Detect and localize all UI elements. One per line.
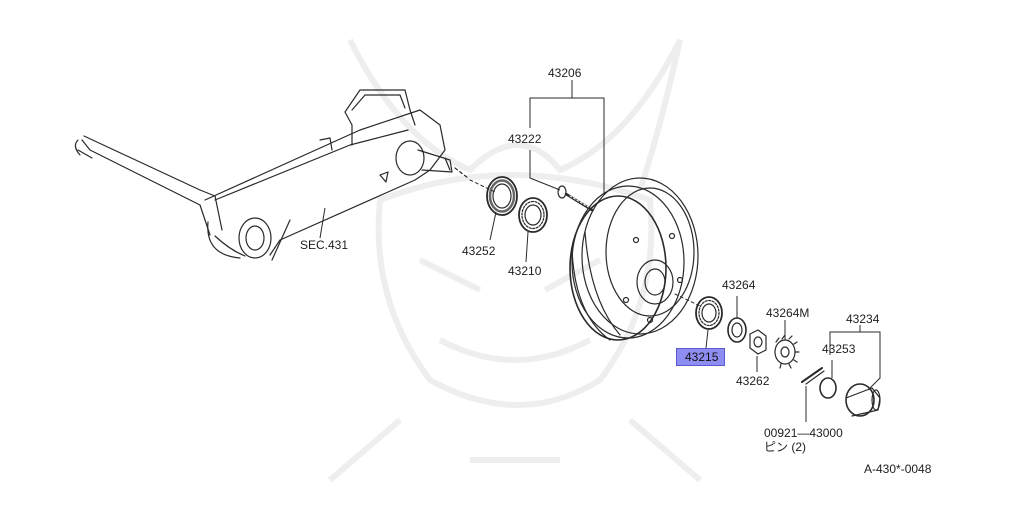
callout-43222[interactable]: 43222	[508, 132, 542, 146]
grease-cap-43234	[845, 383, 881, 417]
leader-lines	[319, 80, 881, 422]
brake-drum-43206	[569, 177, 699, 341]
outer-bearing-43215	[695, 296, 723, 330]
watermark-emblem	[328, 38, 702, 483]
callout-43206[interactable]: 43206	[548, 66, 582, 80]
callout-43210[interactable]: 43210	[508, 264, 542, 278]
cotter-pin-00921	[801, 367, 825, 385]
diagram-code: A-430*-0048	[864, 462, 932, 476]
trailing-arm	[74, 89, 469, 261]
callout-43234[interactable]: 43234	[846, 312, 880, 326]
callout-43264[interactable]: 43264	[722, 278, 756, 292]
oil-seal-43252	[486, 176, 518, 216]
callout-43215-highlighted[interactable]: 43215	[676, 348, 726, 366]
hub-bolt-43222	[557, 185, 594, 212]
pin-quantity-note: ピン (2)	[764, 440, 807, 454]
callout-00921-43000[interactable]: 00921—43000	[764, 426, 843, 440]
callout-sec-431[interactable]: SEC.431	[300, 238, 349, 252]
o-ring-43253	[819, 377, 837, 399]
callout-43264m[interactable]: 43264M	[766, 306, 810, 320]
nut-43262	[749, 329, 767, 355]
nut-lock-43264m	[774, 334, 800, 369]
callout-43262[interactable]: 43262	[736, 374, 770, 388]
inner-bearing-43210	[518, 197, 548, 233]
washer-43264	[727, 317, 747, 343]
callout-43253[interactable]: 43253	[822, 342, 856, 356]
callout-43252[interactable]: 43252	[462, 244, 496, 258]
